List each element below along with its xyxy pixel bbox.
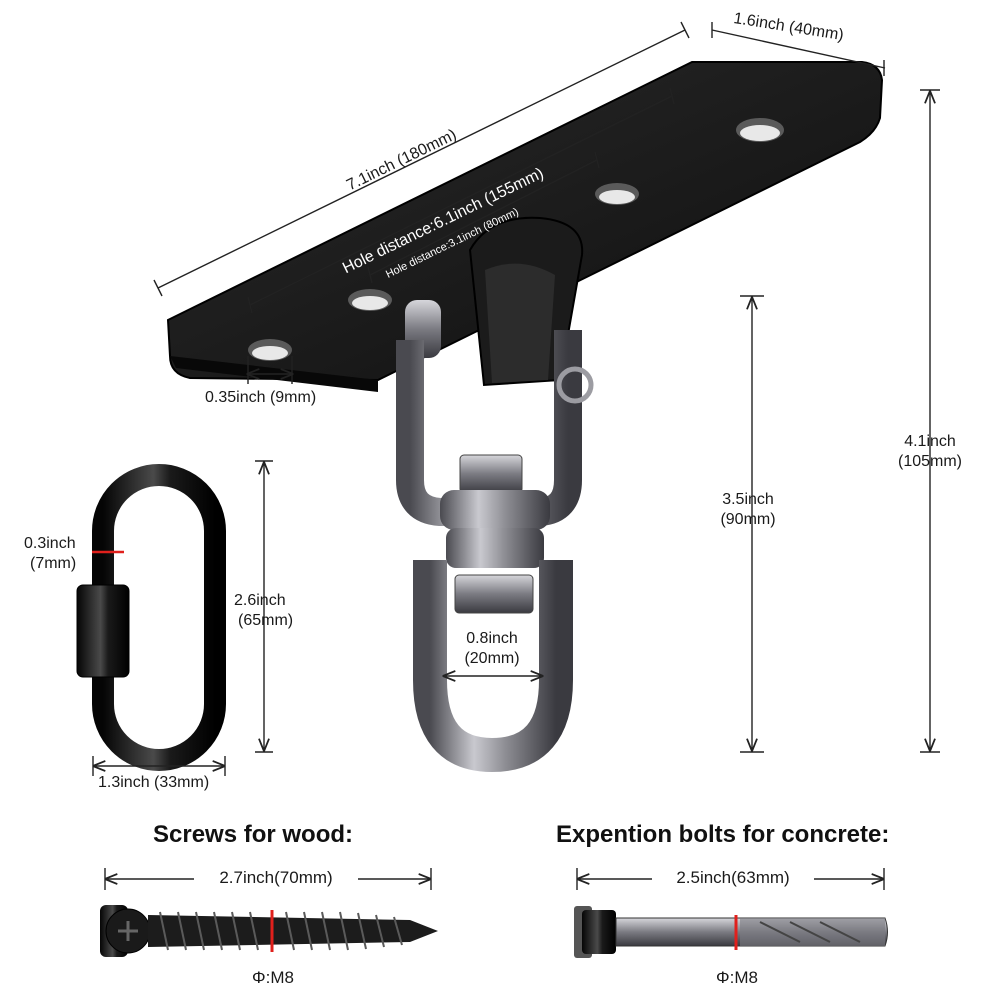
hole-diameter-label: 0.35inch (9mm) (205, 389, 317, 406)
bolt-diameter-label: Φ:M8 (716, 968, 758, 987)
total-height-mm-label: (105mm) (897, 453, 962, 470)
hex-nut-top (459, 454, 523, 494)
dim-hole-distance-inner (369, 159, 598, 276)
bolts-heading: Expention bolts for concrete: (556, 821, 890, 848)
quick-link-height-inch-label: 2.6inch (234, 592, 286, 609)
quick-link-width-label: 1.3inch (33mm) (98, 774, 210, 791)
eye-inner-mm-label: (20mm) (464, 650, 520, 667)
quick-link-carabiner (76, 464, 226, 771)
swivel-height-inch-label: 3.5inch (722, 491, 774, 508)
dim-hole-distance-outer (249, 95, 673, 306)
swivel-height-mm-label: (90mm) (720, 511, 776, 528)
quick-link-height-mm-label: (65mm) (238, 612, 294, 629)
eye-inner-inch-label: 0.8inch (466, 630, 518, 647)
quick-link-thickness-inch-label: 0.3inch (24, 535, 76, 552)
expansion-bolt (574, 906, 888, 958)
wood-screw (100, 905, 438, 957)
screws-heading: Screws for wood: (153, 821, 354, 848)
total-height-inch-label: 4.1inch (904, 433, 956, 450)
swivel-eye (413, 560, 573, 773)
bolt-length-label: 2.5inch(63mm) (676, 868, 790, 887)
swivel-hook (396, 216, 594, 773)
screw-length-label: 2.7inch(70mm) (219, 868, 333, 887)
screw-diameter-label: Φ:M8 (252, 968, 294, 987)
quick-link-nut (76, 584, 130, 678)
quick-link-thickness-mm-label: (7mm) (30, 555, 77, 572)
dim-plate-width (711, 29, 886, 69)
split-ring (556, 366, 594, 404)
dimension-lines (92, 21, 940, 890)
hex-nut-bottom (454, 574, 534, 614)
dim-plate-length (157, 29, 686, 289)
